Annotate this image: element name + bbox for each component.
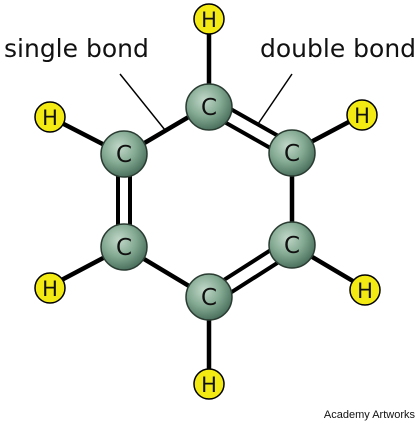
svg-text:H: H [201,373,217,397]
svg-text:H: H [201,8,217,32]
svg-text:C: C [201,95,217,121]
hydrogen-atom: H [34,101,66,133]
svg-text:C: C [284,141,300,167]
carbon-atom: C [100,223,148,271]
svg-text:C: C [284,233,300,259]
svg-text:H: H [357,279,373,303]
carbon-atom: C [185,83,233,131]
credit-label: Academy Artworks [324,409,416,421]
hydrogen-atom: H [349,274,381,306]
svg-text:H: H [42,106,58,130]
hydrogen-atom: H [193,368,225,400]
hydrogen-atom: H [34,272,66,304]
double-bond-label: double bond [260,34,416,63]
carbon-atom: C [185,273,233,321]
hydrogen-atom: H [346,99,378,131]
double-bond-leader [257,73,293,125]
carbon-atom: C [268,129,316,177]
single-bond-leader [119,73,166,131]
svg-text:C: C [116,142,132,168]
single-bond-label: single bond [4,34,149,63]
carbon-atom: C [268,221,316,269]
svg-text:H: H [354,104,370,128]
svg-text:C: C [116,235,132,261]
carbon-atom: C [100,130,148,178]
svg-text:H: H [42,277,58,301]
svg-text:C: C [201,285,217,311]
carbon-hydrogen-bonds [49,19,366,383]
hydrogen-atom: H [193,3,225,35]
